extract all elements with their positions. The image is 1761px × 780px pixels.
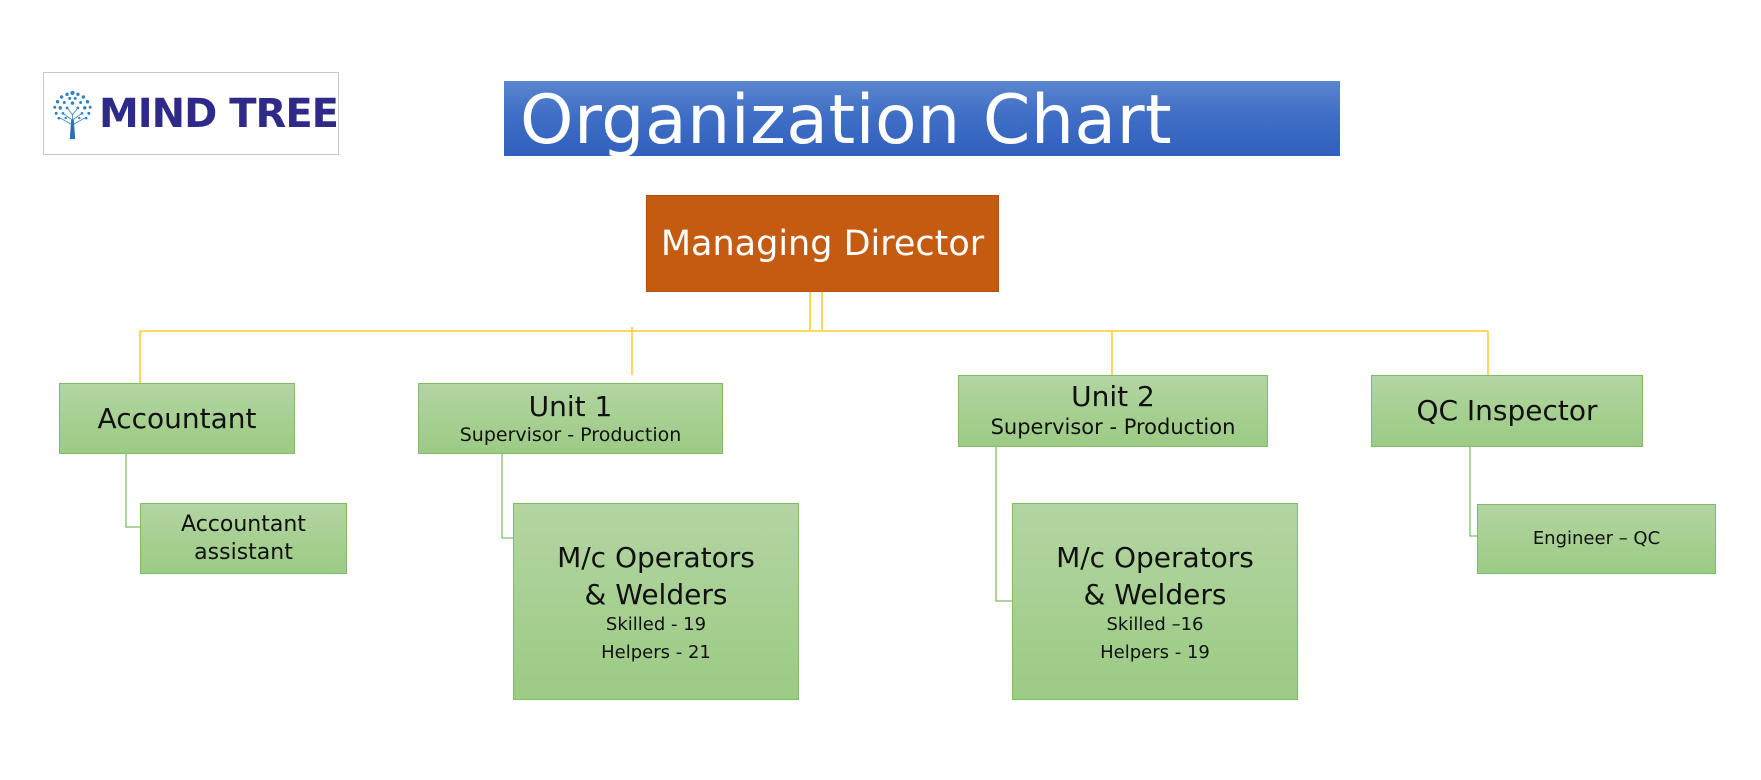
accountant-assistant-node: Accountant assistant <box>140 503 347 574</box>
accountant-assistant-line1: Accountant <box>181 511 306 537</box>
top-level-connectors <box>139 292 1489 383</box>
qc-inspector-label: QC Inspector <box>1416 394 1598 427</box>
title-banner: Organization Chart <box>504 81 1340 156</box>
connector-qc-engineer <box>1469 447 1477 537</box>
unit2-skilled-count: Skilled –16 <box>1106 613 1204 635</box>
unit2-label: Unit 2 <box>1071 380 1155 413</box>
unit1-operators-node: M/c Operators & Welders Skilled - 19 Hel… <box>513 503 799 700</box>
unit2-sublabel: Supervisor - Production <box>990 415 1236 439</box>
engineer-qc-node: Engineer – QC <box>1477 504 1716 574</box>
engineer-qc-label: Engineer – QC <box>1532 528 1661 549</box>
unit1-operators-line1: M/c Operators <box>557 540 755 574</box>
connector-accountant-assistant <box>125 453 141 528</box>
unit1-label: Unit 1 <box>528 389 613 423</box>
unit2-helpers-count: Helpers - 19 <box>1100 641 1210 663</box>
unit2-operators-node: M/c Operators & Welders Skilled –16 Help… <box>1012 503 1298 700</box>
connector-unit1-operators <box>501 453 513 539</box>
unit1-operators-line2: & Welders <box>584 577 728 611</box>
unit2-node: Unit 2 Supervisor - Production <box>958 375 1268 447</box>
connector-unit2-operators <box>995 447 1012 602</box>
page-title: Organization Chart <box>520 81 1173 156</box>
mind-tree-logo: MIND TREE <box>43 72 339 155</box>
unit1-skilled-count: Skilled - 19 <box>605 613 707 635</box>
unit1-node: Unit 1 Supervisor - Production <box>418 383 723 454</box>
logo-text: MIND TREE <box>98 90 339 137</box>
unit2-operators-line2: & Welders <box>1083 577 1227 611</box>
qc-inspector-node: QC Inspector <box>1371 375 1643 447</box>
unit1-sublabel: Supervisor - Production <box>459 423 682 446</box>
unit2-operators-line1: M/c Operators <box>1056 540 1254 574</box>
accountant-assistant-line2: assistant <box>194 539 293 565</box>
managing-director-label: Managing Director <box>660 223 985 264</box>
accountant-node: Accountant <box>59 383 295 454</box>
managing-director-node: Managing Director <box>646 195 999 292</box>
tree-icon <box>53 90 92 139</box>
accountant-label: Accountant <box>97 401 257 435</box>
unit1-helpers-count: Helpers - 21 <box>601 641 711 663</box>
